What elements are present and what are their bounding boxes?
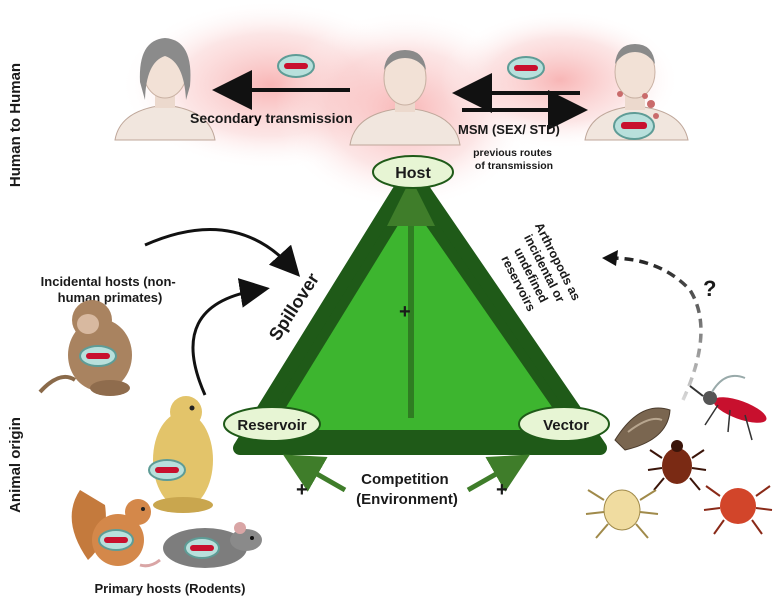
man-icon [349,50,461,146]
primary-hosts-label: Primary hosts (Rodents) [95,581,246,596]
virus-icon [507,56,545,80]
rat-icon [139,522,262,568]
moth-icon [614,407,671,451]
svg-text:Reservoir: Reservoir [237,417,306,434]
animal-origin-label: Animal origin [7,417,24,513]
vector-node: Vector [518,406,610,442]
reservoir-node: Reservoir [223,406,321,442]
incidental-hosts-label: Incidental hosts (non- human primates) [41,274,180,305]
competition-plus-left: + [296,479,308,501]
arthropod-dashed-arrow [609,256,703,401]
host-node: Host [372,155,454,189]
triangle-plus-sign: + [399,301,411,323]
mite-icon [585,489,659,539]
dashed-arrow-head [602,250,618,266]
msm-label: MSM (SEX/ STD) [458,122,560,137]
svg-text:Host: Host [395,165,431,182]
spillover-arrow-upper [144,228,301,277]
competition-arrow-right [466,454,531,493]
competition-plus-right: + [496,479,508,501]
prairie-dog-icon [148,396,213,513]
spillover-arrow-lower [191,278,270,396]
transmission-triangle [233,165,607,455]
mosquito-icon [689,374,767,441]
previous-routes-label: previous routes of transmission [473,147,555,172]
competition-arrow-left [282,454,347,493]
tick-icon [647,440,707,491]
question-mark: ? [703,276,716,301]
competition-label: Competition (Environment) [356,471,458,508]
mite-icon [703,485,773,535]
secondary-transmission-label: Secondary transmission [190,110,353,126]
squirrel-icon [71,490,151,566]
virus-icon [613,112,655,140]
human-to-human-label: Human to Human [7,63,24,187]
virus-icon [277,54,315,78]
woman-icon [114,38,216,141]
svg-text:Vector: Vector [543,417,589,434]
monkey-icon [38,300,132,396]
